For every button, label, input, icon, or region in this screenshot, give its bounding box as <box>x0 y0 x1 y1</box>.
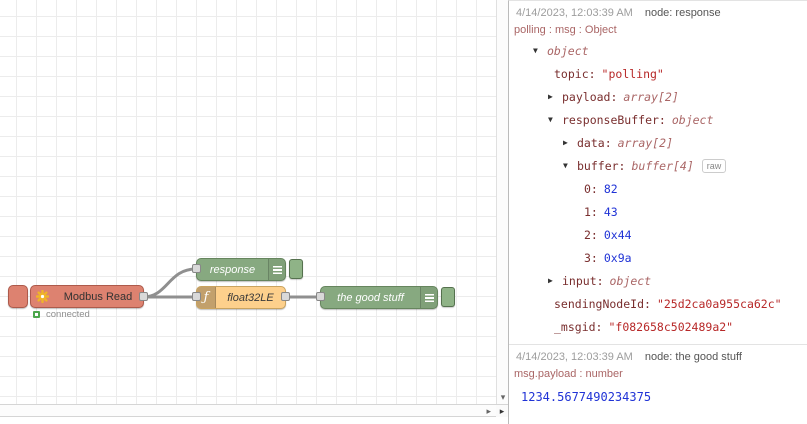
tree-row-sendingnodeid[interactable]: sendingNodeId: "25d2ca0a955ca62c" <box>509 292 807 315</box>
node-label: response <box>209 263 256 276</box>
small-node[interactable] <box>8 285 28 308</box>
json-type: object <box>671 112 714 127</box>
horizontal-scrollbar[interactable]: ▸ <box>0 404 496 417</box>
debug-node-good-stuff[interactable]: the good stuff <box>320 286 438 309</box>
node-label: float32LE <box>227 291 274 304</box>
scrollbar-corner: ▸ <box>496 404 508 417</box>
json-value: "polling" <box>601 66 664 81</box>
json-key: 1: <box>584 204 598 219</box>
tree-row-data[interactable]: ▶ data: array[2] <box>509 131 807 154</box>
timestamp: 4/14/2023, 12:03:39 AM <box>516 351 633 363</box>
node-label: Modbus Read <box>63 290 133 303</box>
json-type: object <box>609 273 652 288</box>
tree-row-buffer[interactable]: ▼ buffer: buffer[4] raw <box>509 154 807 177</box>
flow-canvas[interactable]: Modbus Read connected response ƒ float32… <box>0 0 496 404</box>
json-key: responseBuffer: <box>562 112 666 127</box>
modbus-read-node[interactable]: Modbus Read <box>30 285 144 308</box>
tree-row-buffer-2[interactable]: 2: 0x44 <box>509 223 807 246</box>
tree-row-buffer-0[interactable]: 0: 82 <box>509 177 807 200</box>
tree-row-root[interactable]: ▼ object <box>509 39 807 62</box>
msg-path: polling : msg : Object <box>514 24 617 36</box>
debug-toggle-button[interactable] <box>289 259 303 279</box>
status-text: connected <box>46 309 90 320</box>
tree-row-buffer-1[interactable]: 1: 43 <box>509 200 807 223</box>
debug-list-icon <box>268 259 285 280</box>
json-type: array[2] <box>617 135 674 150</box>
modbus-gear-icon <box>31 286 53 307</box>
debug-node-response[interactable]: response <box>196 258 286 281</box>
msg-path: msg.payload : number <box>514 368 623 380</box>
json-key: topic: <box>554 66 596 81</box>
caret-down-icon[interactable]: ▼ <box>563 161 568 170</box>
json-key: _msgid: <box>554 319 603 334</box>
debug-meta-row: 4/14/2023, 12:03:39 AM node: response <box>509 1 807 19</box>
tree-row-topic[interactable]: topic: "polling" <box>509 62 807 85</box>
caret-right-icon[interactable]: ▶ <box>548 276 553 285</box>
debug-sidebar: 4/14/2023, 12:03:39 AM node: response po… <box>508 0 807 424</box>
json-value: "25d2ca0a955ca62c" <box>656 296 782 311</box>
raw-button[interactable]: raw <box>701 158 727 173</box>
tree-row-input[interactable]: ▶ input: object <box>509 269 807 292</box>
input-port[interactable] <box>192 292 201 301</box>
json-key: 2: <box>584 227 598 242</box>
timestamp: 4/14/2023, 12:03:39 AM <box>516 7 633 19</box>
tree-row-msgid[interactable]: _msgid: "f082658c502489a2" <box>509 315 807 338</box>
tree-row-buffer-3[interactable]: 3: 0x9a <box>509 246 807 269</box>
json-key: 3: <box>584 250 598 265</box>
caret-down-icon[interactable]: ▼ <box>548 115 553 124</box>
caret-right-icon[interactable]: ▶ <box>548 92 553 101</box>
output-port[interactable] <box>281 292 290 301</box>
scroll-right-icon[interactable]: ▸ <box>486 406 491 416</box>
json-value: 0x44 <box>603 227 632 242</box>
json-value: 43 <box>603 204 618 219</box>
vertical-scrollbar[interactable]: ▾ <box>496 0 508 404</box>
json-value: "f082658c502489a2" <box>608 319 734 334</box>
status-indicator <box>33 311 40 318</box>
json-key: input: <box>562 273 604 288</box>
source-node-ref: node: response <box>644 7 721 19</box>
payload-number-value: 1234.5677490234375 <box>521 390 652 404</box>
json-key: buffer: <box>577 158 626 173</box>
debug-meta-row: 4/14/2023, 12:03:39 AM node: the good st… <box>509 345 807 363</box>
function-node-float32le[interactable]: ƒ float32LE <box>196 286 286 309</box>
caret-right-icon[interactable]: ▶ <box>563 138 568 147</box>
json-key: payload: <box>562 89 618 104</box>
debug-toggle-button[interactable] <box>441 287 455 307</box>
wires <box>141 267 322 299</box>
json-type: array[2] <box>623 89 679 104</box>
json-type: object <box>547 43 589 58</box>
json-key: 0: <box>584 181 598 196</box>
json-value: 82 <box>603 181 618 196</box>
json-key: sendingNodeId: <box>554 296 651 311</box>
json-key: data: <box>577 135 612 150</box>
input-port[interactable] <box>316 292 325 301</box>
source-node-ref: node: the good stuff <box>644 351 742 363</box>
input-port[interactable] <box>192 264 201 273</box>
debug-message: 4/14/2023, 12:03:39 AM node: the good st… <box>509 345 807 412</box>
json-type: buffer[4] <box>631 158 694 173</box>
json-value: 0x9a <box>603 250 632 265</box>
output-port[interactable] <box>139 292 148 301</box>
tree-row-payload[interactable]: ▶ payload: array[2] <box>509 85 807 108</box>
debug-message: 4/14/2023, 12:03:39 AM node: response po… <box>509 1 807 345</box>
caret-down-icon[interactable]: ▼ <box>533 46 538 55</box>
debug-list-icon <box>420 287 437 308</box>
tree-row-responsebuffer[interactable]: ▼ responseBuffer: object <box>509 108 807 131</box>
node-label: the good stuff <box>337 291 404 304</box>
function-icon: ƒ <box>197 287 216 308</box>
scroll-down-icon[interactable]: ▾ <box>500 392 506 402</box>
